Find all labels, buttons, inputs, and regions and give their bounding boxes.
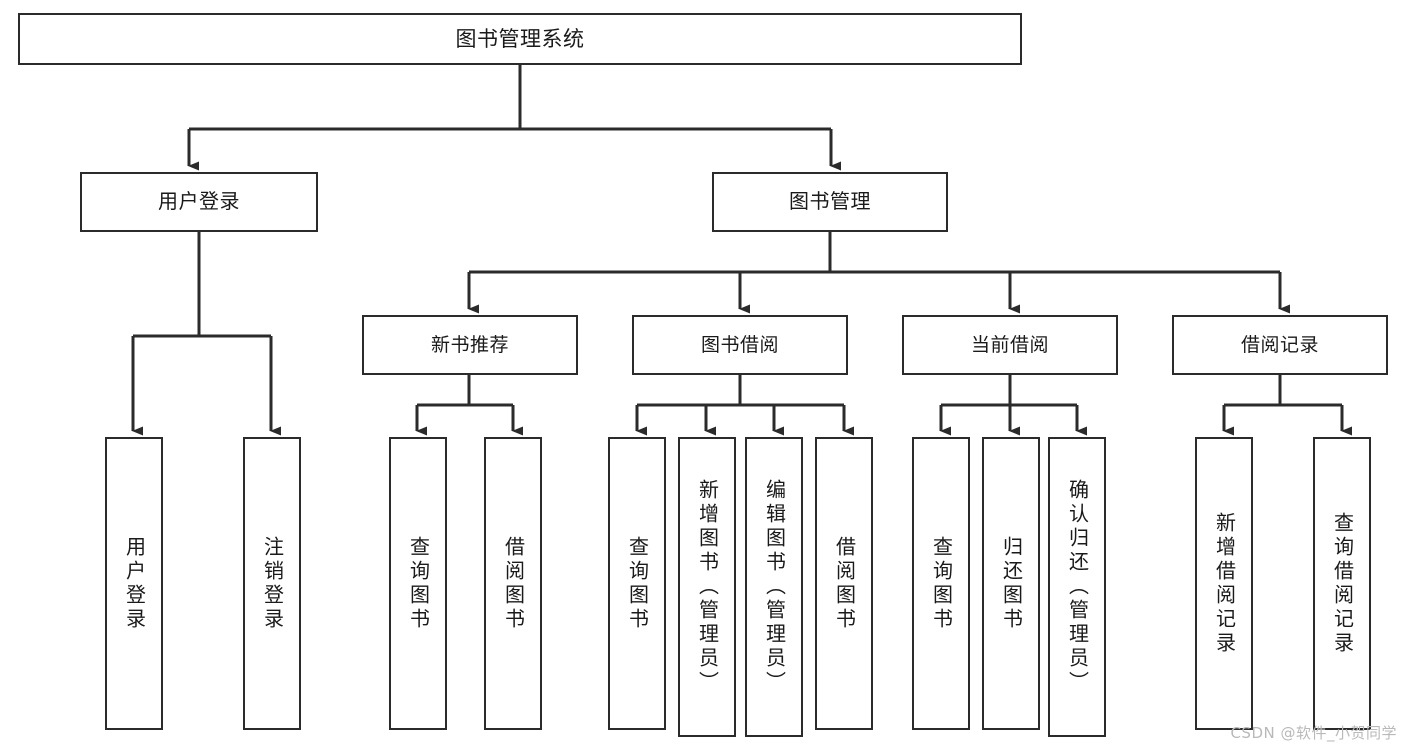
leaf-label: 新增图书（管理员） — [695, 479, 720, 695]
node-current-borrow[interactable]: 当前借阅 — [902, 315, 1118, 375]
leaf-edit-book-admin[interactable]: 编辑图书（管理员） — [745, 437, 803, 737]
leaf-label: 注销登录 — [260, 535, 285, 632]
leaf-add-borrow-record[interactable]: 新增借阅记录 — [1195, 437, 1253, 730]
node-label: 借阅记录 — [1240, 333, 1319, 356]
leaf-logout[interactable]: 注销登录 — [243, 437, 301, 730]
leaf-add-book-admin[interactable]: 新增图书（管理员） — [678, 437, 736, 737]
node-label: 当前借阅 — [970, 333, 1049, 356]
node-book-borrow[interactable]: 图书借阅 — [632, 315, 848, 375]
leaf-label: 确认归还（管理员） — [1065, 479, 1090, 695]
leaf-query-book-newbook[interactable]: 查询图书 — [389, 437, 447, 730]
leaf-label: 借阅图书 — [501, 535, 526, 632]
leaf-user-login[interactable]: 用户登录 — [105, 437, 163, 730]
node-borrow-record[interactable]: 借阅记录 — [1172, 315, 1388, 375]
leaf-label: 查询图书 — [406, 535, 431, 632]
leaf-query-borrow-record[interactable]: 查询借阅记录 — [1313, 437, 1371, 730]
node-label: 图书管理系统 — [455, 26, 585, 51]
leaf-label: 查询借阅记录 — [1330, 511, 1355, 656]
node-user-login[interactable]: 用户登录 — [80, 172, 318, 232]
node-label: 用户登录 — [158, 189, 240, 214]
leaf-label: 查询图书 — [929, 535, 954, 632]
leaf-label: 归还图书 — [999, 535, 1024, 632]
leaf-label: 借阅图书 — [832, 535, 857, 632]
leaf-confirm-return-admin[interactable]: 确认归还（管理员） — [1048, 437, 1106, 737]
leaf-label: 新增借阅记录 — [1212, 511, 1237, 656]
leaf-query-book-current[interactable]: 查询图书 — [912, 437, 970, 730]
leaf-query-book-borrow[interactable]: 查询图书 — [608, 437, 666, 730]
leaf-return-book[interactable]: 归还图书 — [982, 437, 1040, 730]
leaf-label: 编辑图书（管理员） — [762, 479, 787, 695]
node-label: 新书推荐 — [430, 333, 509, 356]
leaf-label: 用户登录 — [122, 535, 147, 632]
leaf-label: 查询图书 — [625, 535, 650, 632]
node-new-book-recommend[interactable]: 新书推荐 — [362, 315, 578, 375]
leaf-borrow-book[interactable]: 借阅图书 — [815, 437, 873, 730]
node-book-management[interactable]: 图书管理 — [712, 172, 948, 232]
node-root-book-management-system[interactable]: 图书管理系统 — [18, 13, 1022, 65]
node-label: 图书借阅 — [700, 333, 779, 356]
leaf-borrow-book-newbook[interactable]: 借阅图书 — [484, 437, 542, 730]
node-label: 图书管理 — [789, 189, 871, 214]
